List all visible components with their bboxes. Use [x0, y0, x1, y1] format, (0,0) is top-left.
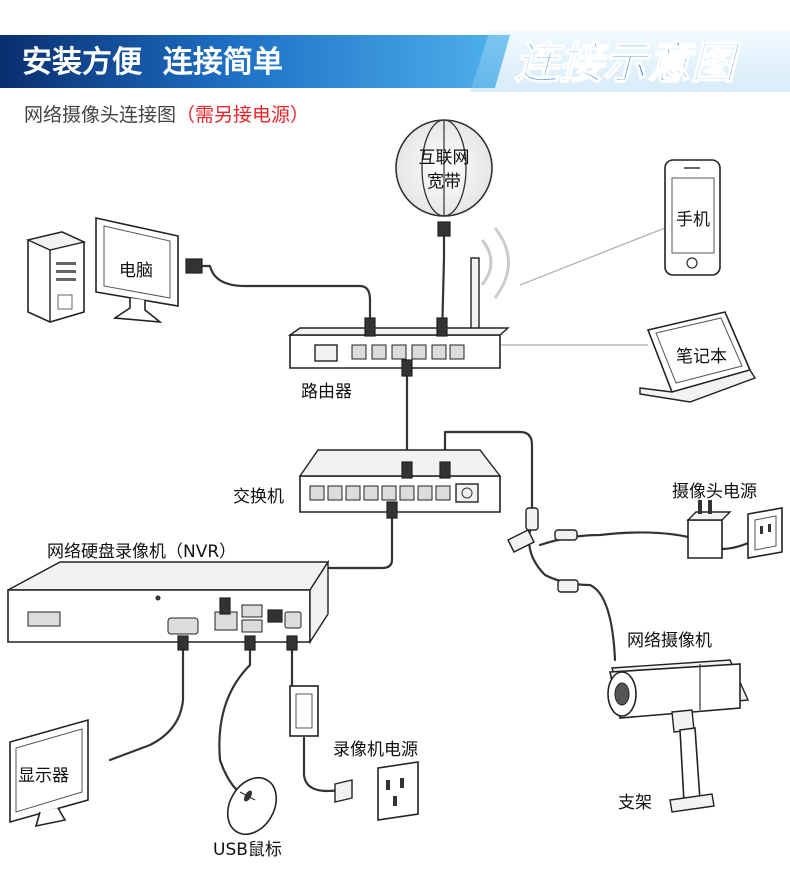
laptop-icon: 笔记本 [639, 311, 757, 403]
label-laptop: 笔记本 [676, 347, 727, 367]
header-left-bar [0, 35, 510, 88]
nvr-power-switch [267, 609, 283, 623]
wireless-links [480, 227, 666, 346]
label-usb-mouse: USB鼠标 [213, 840, 282, 860]
cable-switch-camera [443, 430, 534, 514]
internet-connector [437, 221, 451, 237]
ip-camera-icon: 网络摄像机 [607, 631, 750, 719]
subtitle: 网络摄像头连接图（需另接电源） [24, 104, 309, 126]
header-right-glow [470, 30, 790, 92]
monitor-stand [112, 298, 163, 324]
phone-icon: 手机 [664, 159, 721, 276]
recorder-plug [334, 779, 353, 803]
cable-adapter-plug [302, 736, 342, 793]
label-nvr: 网络硬盘录像机（NVR） [47, 542, 236, 562]
computer-ethernet-plug [185, 258, 203, 274]
subtitle-main: 网络摄像头连接图 [24, 104, 176, 126]
wall-outlet-icon [747, 507, 783, 559]
label-ip-camera: 网络摄像机 [627, 631, 712, 651]
nvr-usb-port-1 [241, 604, 263, 618]
camera-power-group: 摄像头电源 [672, 482, 783, 559]
nvr-lan-port [214, 611, 238, 631]
recorder-outlet-plate [377, 761, 419, 821]
wifi-wave-2 [493, 227, 510, 299]
label-recorder-power: 录像机电源 [333, 740, 418, 760]
nvr-side [309, 559, 329, 645]
router-icon: 路由器 [287, 257, 510, 402]
nvr-dc-port [284, 611, 302, 629]
cable-internet-router [440, 226, 446, 340]
label-router: 路由器 [301, 382, 352, 402]
header-banner: 安装方便 连接简单 连接示意图 [0, 30, 790, 92]
label-switch: 交换机 [233, 487, 284, 507]
recorder-power-group: 录像机电源 [289, 685, 419, 821]
bracket-arm [679, 727, 701, 803]
laptop-base [639, 369, 757, 403]
nvr-usb-port-2 [241, 619, 263, 633]
internet-globe-icon: 互联网 宽带 [395, 119, 493, 237]
computer-tower-icon [25, 231, 87, 323]
cable-nvr-mouse [218, 638, 252, 802]
cable-computer-router [198, 264, 372, 340]
power-adapter-icon [289, 685, 319, 737]
power-adapter-icon [686, 500, 732, 559]
nvr-terminal [27, 611, 61, 627]
header-left-title: 安装方便 连接简单 [22, 45, 283, 80]
router-top [287, 327, 510, 336]
computer-monitor-icon: 电脑 [95, 217, 179, 324]
label-camera-power: 摄像头电源 [672, 482, 757, 502]
nvr-top [7, 561, 330, 591]
mouse-body [226, 776, 278, 836]
wifi-wave-1 [480, 239, 493, 286]
label-phone: 手机 [676, 210, 710, 230]
header-right-title: 连接示意图 [515, 38, 741, 89]
nvr-icon: 网络硬盘录像机（NVR） [7, 542, 330, 651]
wireless-link-phone [519, 227, 666, 286]
tower-top [25, 231, 87, 251]
cable-poe-camera [527, 528, 617, 662]
label-internet-line2: 宽带 [427, 172, 461, 192]
switch-icon: 交换机 [233, 449, 502, 519]
camera-lens [614, 682, 630, 706]
bracket-base [669, 793, 715, 813]
adapter-body [687, 519, 723, 559]
subtitle-note: （需另接电源） [176, 104, 309, 126]
label-computer: 电脑 [119, 261, 153, 281]
mouse-icon: USB鼠标 [213, 776, 282, 860]
switch-top [298, 449, 502, 477]
wall-outlet-icon [377, 761, 419, 821]
poe-splitter [507, 507, 579, 593]
label-bracket: 支架 [618, 793, 652, 813]
cable-nvr-monitor [108, 638, 185, 762]
computer-group: 电脑 [25, 217, 203, 324]
label-internet-line1: 互联网 [419, 148, 470, 168]
display-monitor-icon: 显示器 [9, 718, 89, 828]
nvr-vga-port [167, 617, 199, 635]
bracket-icon: 支架 [618, 709, 715, 813]
label-monitor: 显示器 [18, 766, 69, 786]
